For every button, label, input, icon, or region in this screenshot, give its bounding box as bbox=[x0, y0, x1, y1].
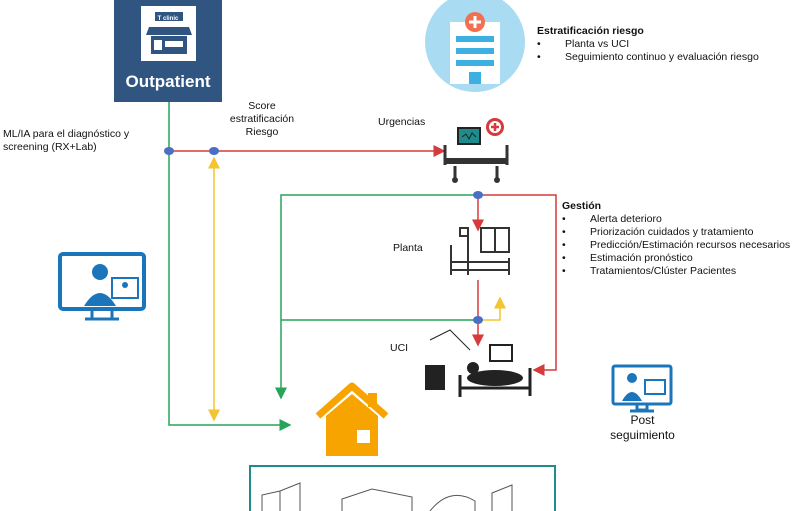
list-item: Planta vs UCI bbox=[537, 38, 759, 51]
list-item: Predicción/Estimación recursos necesario… bbox=[562, 239, 790, 252]
node bbox=[209, 147, 219, 155]
ml-label: ML/IA para el diagnóstico y screening (R… bbox=[3, 128, 130, 153]
node bbox=[473, 316, 483, 324]
green-urgencias-home-line bbox=[275, 194, 478, 400]
list-item: Priorización cuidados y tratamiento bbox=[562, 226, 790, 239]
estratificacion-title: Estratificación riesgo bbox=[537, 25, 644, 37]
red-uci-direct-line bbox=[478, 194, 557, 376]
hospital-icon bbox=[425, 0, 525, 92]
home-icon bbox=[315, 382, 389, 456]
list-item: Seguimiento continuo y evaluación riesgo bbox=[537, 51, 759, 64]
uci-label: UCI bbox=[390, 342, 409, 354]
outpatient-box bbox=[114, 0, 222, 102]
urgencias-label: Urgencias bbox=[378, 116, 426, 128]
outpatient-label: Outpatient bbox=[125, 72, 211, 91]
clinic-sign: T clinic bbox=[157, 16, 179, 22]
list-item: Tratamientos/Clúster Pacientes bbox=[562, 265, 790, 278]
yellow-stepup-line bbox=[478, 296, 506, 321]
node bbox=[164, 147, 174, 155]
list-item: Estimación pronóstico bbox=[562, 252, 790, 265]
score-label: Score estratificación Riesgo bbox=[229, 100, 295, 138]
list-item: Alerta deterioro bbox=[562, 213, 790, 226]
icu-bed-icon bbox=[425, 329, 532, 397]
gestion-panel: Gestión Alerta deterioro Priorización cu… bbox=[562, 200, 790, 278]
hospitals-box bbox=[249, 465, 556, 511]
node bbox=[473, 191, 483, 199]
planta-label: Planta bbox=[393, 242, 423, 254]
telemedicine-icon bbox=[58, 252, 146, 321]
post-monitor-icon bbox=[611, 364, 673, 413]
ward-bed-icon bbox=[450, 227, 510, 275]
post-label: Post seguimiento bbox=[610, 413, 675, 442]
estratificacion-panel: Estratificación riesgo Planta vs UCI Seg… bbox=[537, 25, 759, 64]
green-discharge-line bbox=[168, 102, 292, 431]
emergency-bed-icon bbox=[443, 118, 509, 183]
gestion-title: Gestión bbox=[562, 200, 602, 212]
